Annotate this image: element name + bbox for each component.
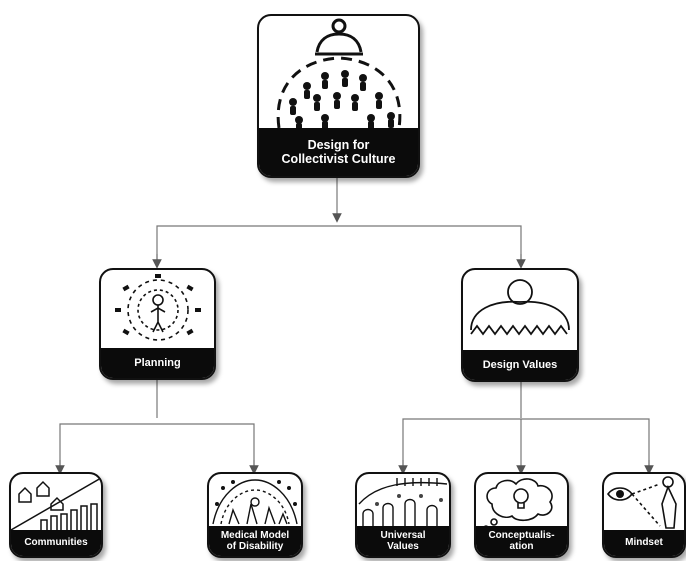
- level2-bus: [156, 225, 522, 262]
- communities-label: Communities: [11, 530, 101, 556]
- root-label: Design for Collectivist Culture: [259, 128, 418, 176]
- universal-values-card[interactable]: Universal Values: [355, 472, 451, 558]
- universal-values-illustration: [358, 478, 448, 530]
- planning-bus: [59, 423, 255, 467]
- communities-card[interactable]: Communities: [9, 472, 103, 558]
- conceptualisation-label: Conceptualis- ation: [476, 526, 567, 556]
- mindset-card[interactable]: Mindset: [602, 472, 686, 558]
- universal-values-label: Universal Values: [357, 526, 449, 556]
- planning-label: Planning: [101, 348, 214, 378]
- medical-model-label: Medical Model of Disability: [209, 526, 301, 556]
- medical-model-of-disability-card[interactable]: Medical Model of Disability: [207, 472, 303, 558]
- people-dome-illustration: [276, 18, 402, 131]
- conceptualisation-card[interactable]: Conceptualis- ation: [474, 472, 569, 558]
- planning-illustration: [115, 274, 201, 341]
- design-values-card[interactable]: Design Values: [461, 268, 579, 382]
- design-values-label: Design Values: [463, 350, 577, 380]
- communities-illustration: [11, 477, 101, 532]
- design-values-illustration: [470, 279, 570, 336]
- lightbulb-thought-icon: [483, 478, 553, 530]
- eye-figure-illustration: [606, 476, 677, 529]
- design-values-bus: [402, 418, 650, 467]
- mindset-label: Mindset: [604, 530, 684, 556]
- root-card-design-for-collectivist-culture[interactable]: Design for Collectivist Culture: [257, 14, 420, 178]
- medical-model-illustration: [212, 479, 298, 525]
- planning-card[interactable]: Planning: [99, 268, 216, 380]
